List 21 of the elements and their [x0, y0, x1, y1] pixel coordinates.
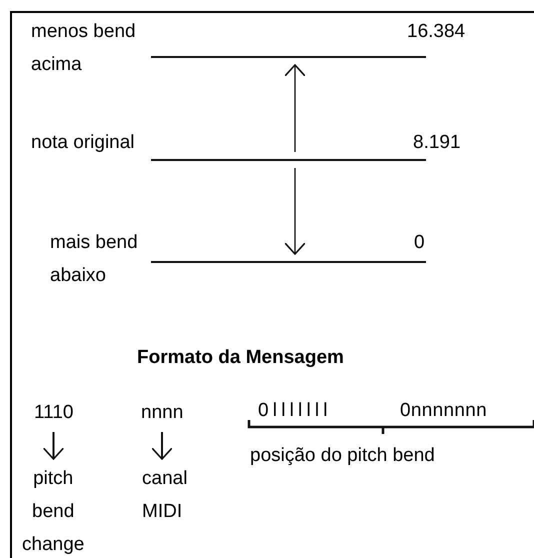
field-label: canal MIDI	[142, 462, 188, 528]
level-line	[151, 159, 426, 161]
level-label: 8.191	[413, 131, 461, 155]
arrow	[42, 432, 64, 460]
section-heading: Formato da Mensagem	[137, 347, 344, 369]
level-label: 16.384	[407, 20, 466, 44]
bit-pattern: 0lllllll	[258, 400, 332, 422]
level-label: mais bend abaixo	[50, 231, 139, 288]
level-label: menos bend acima	[31, 20, 137, 77]
arrow	[284, 168, 306, 255]
arrow	[284, 64, 306, 152]
field-label: posição do pitch bend	[250, 445, 435, 467]
level-line	[151, 56, 426, 58]
field-label: nnnn	[141, 396, 184, 429]
arrow	[151, 432, 173, 460]
field-label: pitch bend change	[22, 462, 84, 558]
level-label: 0	[414, 231, 425, 255]
level-line	[151, 261, 426, 263]
level-label: nota original	[31, 131, 136, 155]
field-label: 1110	[34, 396, 74, 429]
bit-pattern: 0nnnnnnn	[400, 400, 487, 422]
